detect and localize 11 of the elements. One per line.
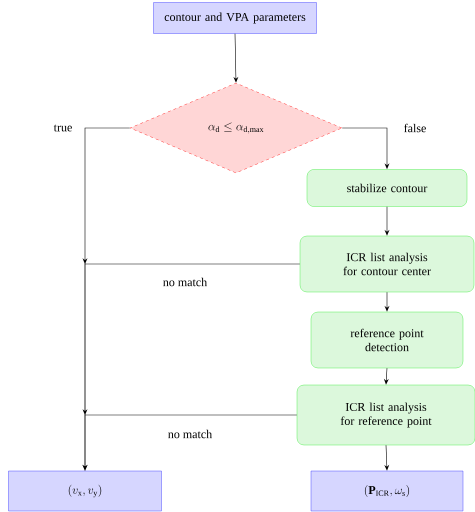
process-box: stabilize contour [306,169,468,207]
edge-label: false [402,122,428,134]
edge-label: no match [162,276,208,288]
output-box: $(v_\mathrm{x}, v_\mathrm{y})$ [8,470,162,512]
process-box: ICR list analysis for contour center [300,236,474,292]
edge-label: true [52,124,74,132]
input-box: contour and VPA parameters [153,2,317,34]
output-box: $(\mathbf{P}_\mathrm{ICR}, \omega_\mathrm{s})$ [310,470,464,512]
edge-label: no match [166,428,214,440]
process-box: ICR list analysis for reference point [296,384,475,446]
process-box: reference point detection [310,312,464,368]
